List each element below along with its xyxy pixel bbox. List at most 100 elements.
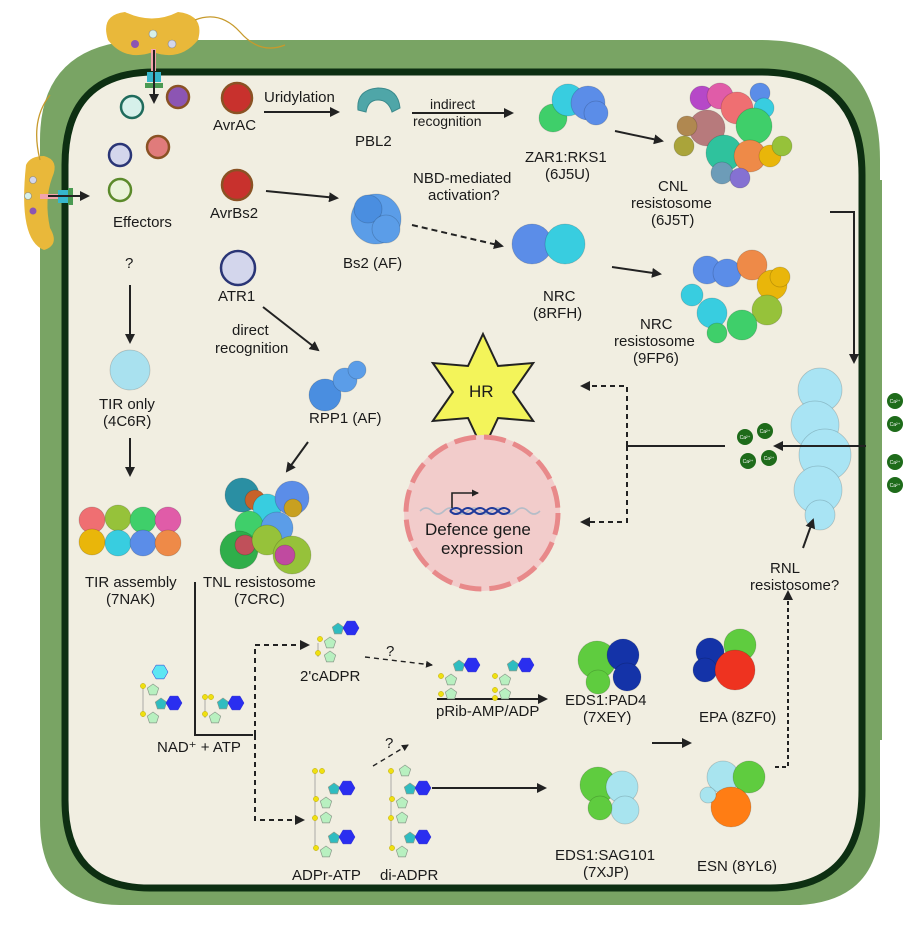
avrac-label: AvrAC <box>213 117 257 134</box>
rnl-resistosome-label: resistosome? <box>750 577 840 594</box>
eds1-pad4-structure[interactable] <box>577 638 642 695</box>
atp-molecule[interactable] <box>202 694 245 724</box>
nrc-res-label: NRC <box>640 316 673 333</box>
calcium-ion-label: Ca²⁺ <box>743 459 754 465</box>
diadpr-question-label: ? <box>385 735 394 752</box>
eds1-sag101-structure[interactable] <box>579 766 640 825</box>
epa-structure[interactable] <box>692 628 757 691</box>
pbl2-protein[interactable] <box>357 87 401 113</box>
unknown-trigger-label: ? <box>125 255 134 272</box>
di-adpr-label: di-ADPR <box>380 867 439 884</box>
calcium-ion-label: Ca²⁺ <box>890 483 901 489</box>
arrow-to-defence-gene <box>580 446 628 527</box>
nrc-res-pdb: (9FP6) <box>633 350 679 367</box>
indirect-label: indirect <box>430 96 476 112</box>
arrow-to-adpr-atp <box>254 735 305 825</box>
direct-recognition-label: recognition <box>215 340 289 357</box>
cnl-pdb: (6J5T) <box>651 212 695 229</box>
calcium-ion-label: Ca²⁺ <box>890 399 901 405</box>
calcium-ion-label: Ca²⁺ <box>760 429 771 435</box>
zar1-rks1-structure[interactable] <box>538 83 609 133</box>
tnl-pdb: (7CRC) <box>234 591 285 608</box>
uridylation-label: Uridylation <box>264 89 335 106</box>
calcium-ion-label: Ca²⁺ <box>764 456 775 462</box>
calcium-ion: Ca²⁺ <box>887 416 903 432</box>
adpr-atp-label: ADPr-ATP <box>292 867 361 884</box>
atr1-label: ATR1 <box>218 288 256 305</box>
nbd-label: NBD-mediated <box>413 170 512 187</box>
rpp1-label: RPP1 (AF) <box>309 410 382 427</box>
tir-assembly-label: TIR assembly <box>85 574 177 591</box>
tir-only-structure[interactable] <box>109 349 151 391</box>
arrow-epa-to-rnl <box>775 590 793 768</box>
calcium-ion: Ca²⁺ <box>887 477 903 493</box>
prib-label: pRib-AMP/ADP <box>436 703 540 720</box>
arrow-atr1-to-rpp1 <box>262 306 320 352</box>
arrow-zar1-to-cnl <box>614 130 664 145</box>
bs2-structure[interactable] <box>350 193 402 245</box>
effectors-label: Effectors <box>113 214 172 231</box>
cnl-label: CNL <box>658 178 689 195</box>
defence-gene-label: Defence gene <box>425 520 531 539</box>
avrbs2-effector[interactable] <box>220 168 254 202</box>
esn-label: ESN (8YL6) <box>697 858 778 875</box>
arrow-nrc-to-resistosome <box>611 266 662 278</box>
rnl-channel-structure[interactable] <box>790 367 852 531</box>
atr1-effector[interactable] <box>219 249 257 287</box>
bacterium-left <box>24 94 90 250</box>
calcium-ion-label: Ca²⁺ <box>890 460 901 466</box>
cadpr-molecule[interactable] <box>315 620 360 663</box>
cnl-resistosome-structure[interactable] <box>673 82 793 189</box>
nad-atp-label: NAD⁺ + ATP <box>157 739 241 756</box>
epa-label: EPA (8ZF0) <box>699 709 777 726</box>
cadpr-question-label: ? <box>386 643 395 660</box>
nucleotide-molecules <box>140 620 535 858</box>
line-tnl-to-nad <box>194 582 253 736</box>
adpr-atp-molecule[interactable] <box>312 768 356 858</box>
tnl-label: TNL resistosome <box>203 574 316 591</box>
zar1-label: ZAR1:RKS1 <box>525 149 607 166</box>
tir-assembly-pdb: (7NAK) <box>106 591 156 608</box>
cadpr-label: 2'cADPR <box>300 668 361 685</box>
nad-molecule[interactable] <box>140 664 183 724</box>
pbl2-label: PBL2 <box>355 133 392 150</box>
bacterium-top <box>106 12 286 104</box>
tir-only-pdb: (4C6R) <box>103 413 152 430</box>
tnl-resistosome-structure[interactable] <box>219 477 312 575</box>
effector-green[interactable] <box>107 177 133 203</box>
rpp1-structure[interactable] <box>308 360 367 412</box>
arrow-rnl-to-channel <box>802 518 816 549</box>
calcium-ions: Ca²⁺Ca²⁺Ca²⁺Ca²⁺Ca²⁺Ca²⁺Ca²⁺Ca²⁺ <box>737 393 903 493</box>
calcium-ion: Ca²⁺ <box>761 450 777 466</box>
esn-structure[interactable] <box>699 760 766 828</box>
recognition-label: recognition <box>413 113 482 129</box>
nrc-resistosome-structure[interactable] <box>680 249 791 344</box>
eds1-pad4-label: EDS1:PAD4 <box>565 692 647 709</box>
nrc-pdb: (8RFH) <box>533 305 583 322</box>
arrow-to-cadpr <box>254 640 310 735</box>
tir-assembly-structure[interactable] <box>78 504 182 557</box>
nrc-label: NRC <box>543 288 576 305</box>
cnl-resistosome-label: resistosome <box>631 195 712 212</box>
effector-teal[interactable] <box>119 94 145 120</box>
di-adpr-molecule[interactable] <box>388 764 432 858</box>
direct-label: direct <box>232 322 269 339</box>
effector-pink[interactable] <box>145 134 171 160</box>
arrow-bs2-to-nrc <box>411 224 504 250</box>
eds1-sag101-label: EDS1:SAG101 <box>555 847 656 864</box>
effector-purple[interactable] <box>165 84 191 110</box>
nucleus[interactable] <box>403 434 561 592</box>
nrc-structure[interactable] <box>511 223 586 265</box>
prib-adp-molecule[interactable] <box>492 657 535 701</box>
promoter-arrow-icon <box>451 489 479 508</box>
avrac-effector[interactable] <box>220 81 254 115</box>
effector-pool <box>107 84 191 203</box>
protein-structures <box>78 82 852 828</box>
arrow-cnl-to-rnl-channel <box>830 211 859 364</box>
prib-amp-molecule[interactable] <box>438 657 481 700</box>
effector-lavender[interactable] <box>107 142 133 168</box>
calcium-ion: Ca²⁺ <box>740 453 756 469</box>
calcium-ion: Ca²⁺ <box>757 423 773 439</box>
calcium-ion-label: Ca²⁺ <box>890 422 901 428</box>
